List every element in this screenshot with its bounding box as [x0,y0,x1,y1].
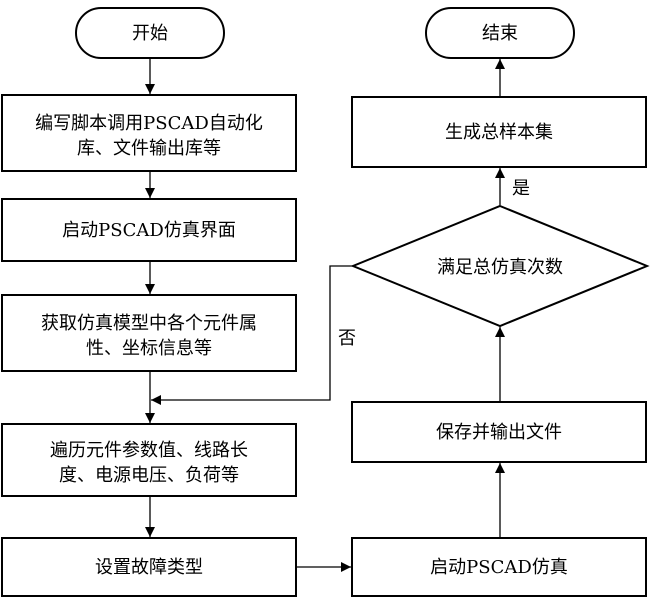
save-output-label: 保存并输出文件 [436,422,562,443]
write-script-line-2: 库、文件输出库等 [77,138,221,159]
start-node: 开始 [75,7,225,59]
write-script-line-1: 编写脚本调用PSCAD自动化 [35,113,263,134]
end-label: 结束 [482,23,518,44]
get-props-line-1: 获取仿真模型中各个元件属 [41,313,257,334]
traverse-node: 遍历元件参数值、线路长 度、电源电压、负荷等 [1,423,297,497]
gen-set-label: 生成总样本集 [445,122,553,143]
check-count-label: 满足总仿真次数 [437,257,563,278]
set-fault-node: 设置故障类型 [1,537,297,597]
run-sim-node: 启动PSCAD仿真 [351,537,647,597]
get-props-node: 获取仿真模型中各个元件属 性、坐标信息等 [1,294,297,372]
yes-label: 是 [512,178,530,199]
traverse-line-1: 遍历元件参数值、线路长 [50,440,248,461]
set-fault-label: 设置故障类型 [95,557,203,578]
traverse-line-2: 度、电源电压、负荷等 [59,465,239,486]
end-node: 结束 [425,7,575,59]
save-output-node: 保存并输出文件 [351,401,647,463]
gen-set-node: 生成总样本集 [351,96,647,168]
no-label: 否 [338,328,356,349]
edge-check-to-traverse-no [151,265,353,405]
start-label: 开始 [132,23,168,44]
check-count-node: 满足总仿真次数 [350,204,650,328]
run-sim-label: 启动PSCAD仿真 [430,557,568,578]
get-props-line-2: 性、坐标信息等 [86,338,212,359]
launch-ui-label: 启动PSCAD仿真界面 [62,220,236,241]
launch-ui-node: 启动PSCAD仿真界面 [1,198,297,262]
write-script-node: 编写脚本调用PSCAD自动化 库、文件输出库等 [1,94,297,172]
